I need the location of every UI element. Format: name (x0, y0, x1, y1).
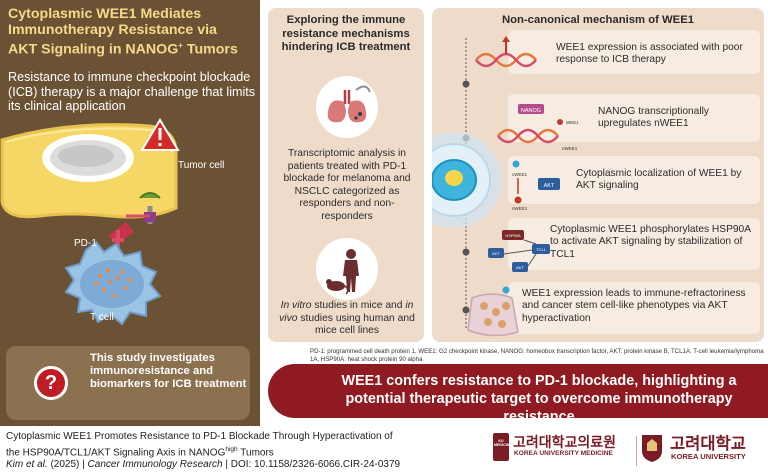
t-cell-icon (64, 240, 162, 326)
abbreviations-footnote: PD-1: programmed cell death protein 1, W… (310, 348, 764, 363)
main-title: Cytoplasmic WEE1 Mediates Immunotherapy … (8, 6, 258, 58)
ku-medicine-korean: 고려대학교의료원 (513, 435, 617, 451)
akt-signaling-icon: cWEE1 nWEE1 AKT (512, 160, 560, 211)
svg-text:TCL1: TCL1 (536, 247, 547, 252)
hsp90a-tcl1-icon: HSP90A TCL1 AKT AKT (488, 230, 550, 272)
title-line-1: Cytoplasmic WEE1 Mediates (8, 6, 202, 22)
mechanism-text-4: Cytoplasmic WEE1 phosphorylates HSP90A t… (550, 224, 751, 260)
study-text: This study investigates immunoresistance… (90, 352, 247, 391)
pd1-label: PD-1 (74, 238, 97, 249)
korea-university-crest-icon (642, 435, 662, 462)
svg-text:cWEE1: cWEE1 (512, 172, 528, 177)
dna-helix-icon (475, 36, 537, 68)
mechanism-row-2 (508, 94, 760, 142)
citation: Cytoplasmic WEE1 Promotes Resistance to … (6, 431, 476, 472)
svg-text:AKT: AKT (516, 265, 524, 270)
right-panel-title: Non-canonical mechanism of WEE1 (501, 14, 695, 26)
mechanism-row-1 (508, 30, 760, 74)
citation-line-1: Cytoplasmic WEE1 Promotes Resistance to … (6, 431, 393, 442)
mechanism-text-2: NANOG transcriptionally upregulates nWEE… (598, 106, 709, 130)
question-icon: ? (34, 366, 68, 400)
conclusion-banner (268, 364, 768, 418)
tissue-icon (467, 286, 519, 337)
svg-text:nWEE1: nWEE1 (512, 206, 528, 211)
tumor-tcell-illustration (0, 118, 180, 326)
ku-medicine-badge-icon (493, 433, 509, 461)
transcriptomic-analysis-text: Transcriptomic analysis in patients trea… (283, 148, 411, 222)
svg-text:WEE1: WEE1 (566, 120, 579, 125)
svg-text:HSP90A: HSP90A (505, 233, 521, 238)
svg-text:AKT: AKT (544, 183, 555, 189)
svg-text:AKT: AKT (492, 251, 500, 256)
nanog-dna-icon: NANOG WEE1 nWEE1 (497, 104, 579, 151)
citation-line-3: Kim et al. (2025) | Cancer Immunology Re… (6, 459, 401, 471)
middle-panel-title: Exploring the immune resistance mechanis… (281, 14, 411, 53)
mechanism-text-3: Cytoplasmic localization of WEE1 by AKT … (576, 168, 742, 192)
ku-medicine-english: KOREA UNIVERSITY MEDICINE (514, 450, 613, 457)
ku-medicine-badge-text: KU MEDICINE (494, 439, 512, 448)
cancer-cell-icon (432, 132, 502, 228)
mechanism-text-1: WEE1 expression is associated with poor … (556, 42, 743, 66)
mouse-human-icon (316, 238, 378, 300)
korea-university-korean: 고려대학교 (670, 434, 746, 453)
intro-text: Resistance to immune checkpoint blockade… (8, 70, 256, 113)
warning-icon (140, 118, 180, 151)
conclusion-text: WEE1 confers resistance to PD-1 blockade… (341, 373, 737, 425)
svg-text:nWEE1: nWEE1 (562, 146, 578, 151)
t-cell-label: T cell (90, 312, 114, 323)
tumor-cell-icon (0, 123, 178, 219)
mechanism-row-5 (508, 282, 760, 334)
mechanism-row-4 (508, 218, 760, 270)
korea-university-english: KOREA UNIVERSITY (671, 452, 746, 461)
lungs-icon (316, 76, 378, 138)
mechanism-text-5: WEE1 expression leads to immune-refracto… (522, 288, 746, 324)
svg-text:NANOG: NANOG (521, 108, 541, 114)
tumor-cell-label: Tumor cell (178, 160, 225, 171)
logo-divider (636, 436, 637, 466)
citation-line-2: the HSP90A/TCL1/AKT Signaling Axis in NA… (6, 445, 274, 458)
wee1-mechanism-illustration: NANOG WEE1 nWEE1 cWEE1 nWEE1 AKT HSP90A … (432, 36, 579, 337)
in-vitro-in-vivo-text: In vitro studies in mice and in vivo stu… (279, 300, 415, 337)
title-line-3: AKT Signaling in NANOG+ Tumors (8, 41, 238, 58)
title-line-2: Immunotherapy Resistance via (8, 22, 217, 38)
